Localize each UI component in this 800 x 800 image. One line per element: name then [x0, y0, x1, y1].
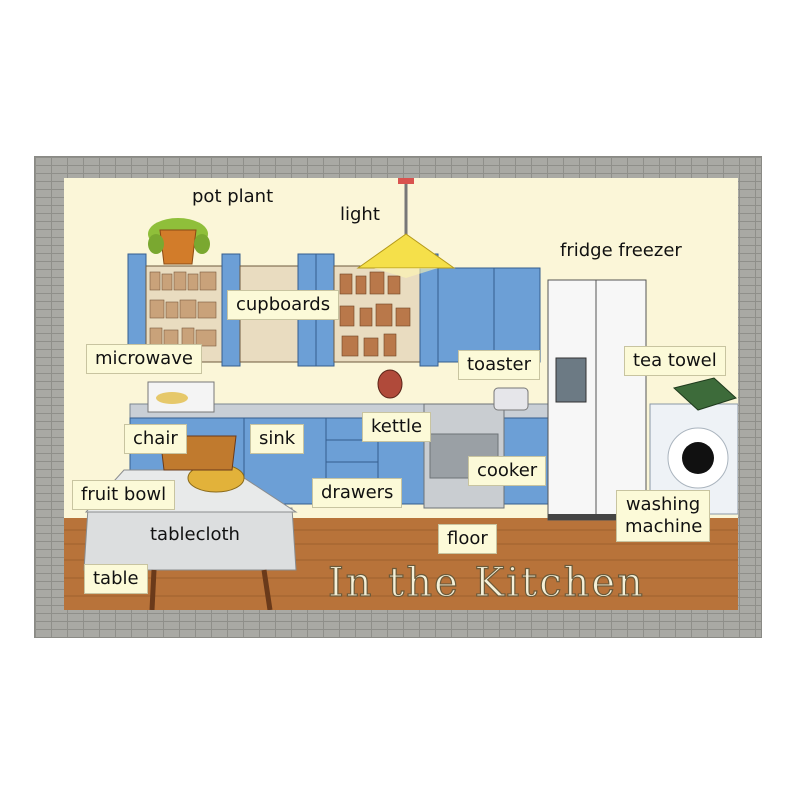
- kettle-graphic: [377, 369, 403, 399]
- label-pot-plant: pot plant: [192, 186, 274, 207]
- label-toaster: toaster: [458, 350, 541, 380]
- label-washing-machine: washing machine: [616, 490, 710, 542]
- label-washing-machine-line2: machine: [625, 516, 703, 537]
- label-fridge-freezer: fridge freezer: [560, 240, 682, 261]
- label-kettle: kettle: [362, 412, 432, 442]
- label-cupboards: cupboards: [227, 290, 340, 320]
- fridge-freezer-graphic: [547, 279, 647, 521]
- pot-plant-graphic: [148, 218, 210, 265]
- label-cooker: cooker: [468, 456, 547, 486]
- toaster-graphic: [493, 387, 529, 411]
- label-microwave: microwave: [86, 344, 202, 374]
- light-graphic: [356, 178, 456, 278]
- tea-towel-graphic: [672, 377, 737, 411]
- label-table: table: [84, 564, 148, 594]
- label-tablecloth: tablecloth: [150, 524, 240, 545]
- label-fruit-bowl: fruit bowl: [72, 480, 176, 510]
- label-drawers: drawers: [312, 478, 403, 508]
- table-graphic: [83, 463, 298, 610]
- label-floor: floor: [438, 524, 497, 554]
- label-tea-towel: tea towel: [624, 346, 726, 376]
- poster-title: In the Kitchen: [327, 559, 645, 606]
- label-light: light: [340, 204, 380, 225]
- label-chair: chair: [124, 424, 187, 454]
- label-washing-machine-line1: washing: [625, 494, 701, 515]
- label-sink: sink: [250, 424, 305, 454]
